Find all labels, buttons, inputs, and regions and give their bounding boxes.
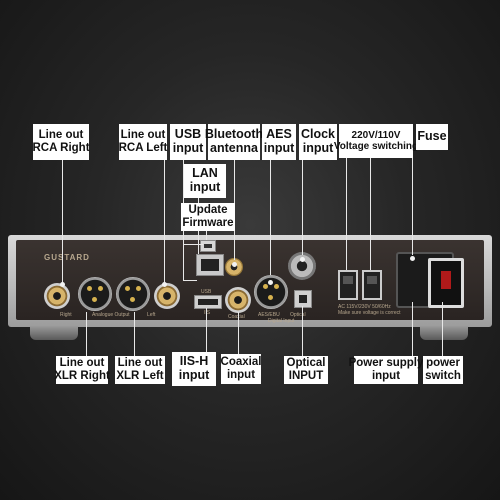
- rca-right-connector: [44, 283, 70, 309]
- label-fuse: Fuse: [416, 124, 448, 150]
- panel-label-left: Left: [147, 312, 156, 318]
- xlr-right-connector: [78, 277, 112, 311]
- bluetooth-antenna-port: [225, 258, 243, 276]
- device-foot-left: [30, 326, 78, 340]
- brand-logo: GUSTARD: [44, 253, 90, 262]
- voltage-switch-2: [362, 270, 382, 300]
- panel-label-aes-ebu: AES/EBU: [258, 312, 280, 318]
- leader-xlr-left: [134, 312, 135, 356]
- lan-port: [196, 254, 224, 276]
- leader-clock: [302, 160, 303, 255]
- leader-iis: [206, 308, 207, 352]
- leader-power-supply: [412, 302, 413, 356]
- panel-label-optical: Optical: [290, 312, 306, 318]
- voltage-switch-1: [338, 270, 358, 300]
- panel-label-coaxial: Coaxial: [228, 314, 245, 320]
- clock-bnc-connector: [288, 252, 316, 280]
- iis-h-port: [194, 295, 222, 309]
- panel-label-digital-input: Digital Input: [268, 318, 295, 324]
- coaxial-connector: [225, 287, 251, 313]
- rca-left-connector: [154, 283, 180, 309]
- optical-port: [294, 290, 312, 308]
- leader-rca-left: [164, 160, 165, 285]
- leader-voltage-1: [346, 158, 347, 270]
- power-switch-rocker: [428, 258, 464, 308]
- leader-aes: [270, 160, 271, 275]
- panel-label-voltage: AC 115V/230V 50/60Hz: [338, 304, 391, 310]
- leader-coaxial: [238, 312, 239, 356]
- aes-connector: [254, 275, 288, 309]
- panel-label-analogue-output: Analogue Output: [92, 312, 130, 318]
- panel-label-voltage-note: Make sure voltage is correct: [338, 310, 401, 316]
- usb-port: [200, 240, 216, 252]
- xlr-left-connector: [116, 277, 150, 311]
- leader-optical: [302, 306, 303, 356]
- leader-rca-right: [62, 160, 63, 285]
- panel-label-right: Right: [60, 312, 72, 318]
- panel-label-iis: IIS: [204, 310, 211, 316]
- leader-firmware: [206, 230, 207, 240]
- leader-voltage-2: [370, 158, 371, 270]
- panel-label-usb: USB: [201, 289, 212, 295]
- leader-power-switch: [442, 302, 443, 356]
- leader-xlr-right: [86, 312, 87, 356]
- device-foot-right: [420, 326, 468, 340]
- leader-fuse: [412, 150, 413, 255]
